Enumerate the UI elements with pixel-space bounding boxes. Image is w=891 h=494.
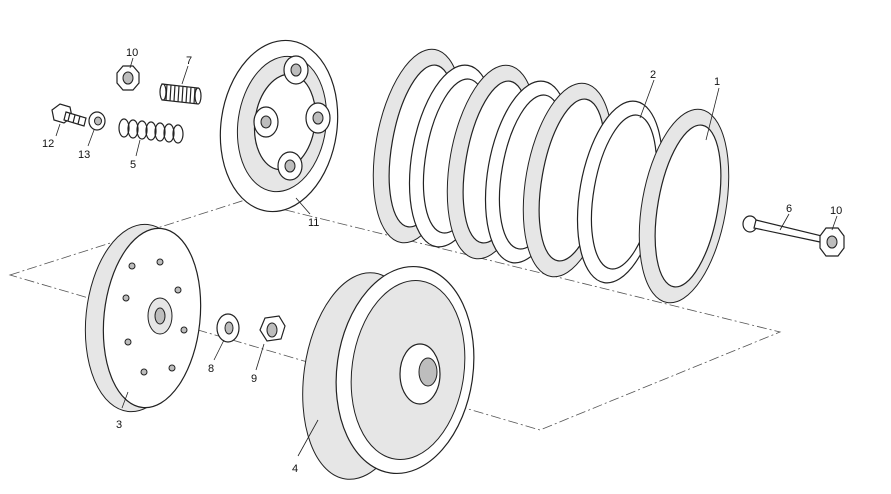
callout-labels: 1 2 3 4 5 6 7 8 9 10 10 11 12 13 [42,47,842,475]
part-10-nut-right [819,227,845,257]
callout-12: 12 [42,138,54,150]
part-6-push-rod [742,215,823,243]
part-9-hub-nut [259,315,286,342]
part-8-lock-washer [216,313,240,343]
part-10-nut-top [116,65,140,91]
callout-9: 9 [251,373,257,385]
friction-plate [522,82,614,278]
callout-1: 1 [714,76,720,88]
assembly-plane [8,199,782,431]
part-4-clutch-housing [302,265,475,480]
part-13-washer [88,111,106,131]
part-11-pressure-plate [219,39,339,213]
part-3-inner-hub [84,223,202,413]
part-5-spring [118,118,184,144]
callout-4: 4 [292,463,298,475]
callout-5: 5 [130,159,136,171]
callout-3: 3 [116,419,122,431]
callout-7: 7 [186,55,192,67]
callout-2: 2 [650,69,656,81]
callout-13: 13 [78,149,90,161]
friction-plate [638,108,730,304]
callout-10-top: 10 [126,47,138,59]
callout-8: 8 [208,363,214,375]
part-12-bolt [51,103,87,127]
leader-lines [55,57,838,457]
callout-11: 11 [308,217,319,229]
callout-6: 6 [786,203,792,215]
callout-10-right: 10 [830,205,842,217]
part-7-threaded-stud [159,83,202,105]
clutch-plate-stack [372,48,730,304]
